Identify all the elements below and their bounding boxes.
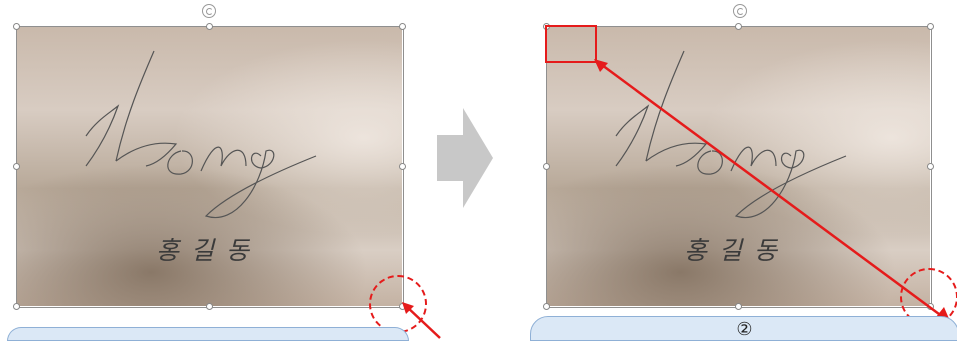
instruction-callout: ②: [530, 316, 957, 341]
right-arrow-icon: [437, 108, 493, 208]
resize-handle-bottom-left[interactable]: [13, 303, 20, 310]
resize-handle-top[interactable]: [206, 23, 213, 30]
resize-handle-top[interactable]: [735, 23, 742, 30]
hangul-name: 홍길동: [156, 231, 261, 267]
before-panel: 홍길동: [0, 0, 430, 339]
resize-handle-bottom[interactable]: [206, 303, 213, 310]
resize-handle-top-right[interactable]: [399, 23, 406, 30]
resize-handle-top-right[interactable]: [927, 23, 934, 30]
resize-handle-right[interactable]: [399, 163, 406, 170]
step-number: ②: [531, 319, 957, 340]
after-panel: 홍길동 ②: [528, 0, 957, 339]
resize-handle-left[interactable]: [13, 163, 20, 170]
resize-handle-left[interactable]: [543, 163, 550, 170]
signature-photo[interactable]: 홍길동: [16, 26, 402, 306]
rotate-handle-icon[interactable]: [733, 4, 747, 18]
resize-handle-top-left[interactable]: [13, 23, 20, 30]
resize-handle-bottom-left[interactable]: [543, 303, 550, 310]
rotate-handle-icon[interactable]: [202, 4, 216, 18]
